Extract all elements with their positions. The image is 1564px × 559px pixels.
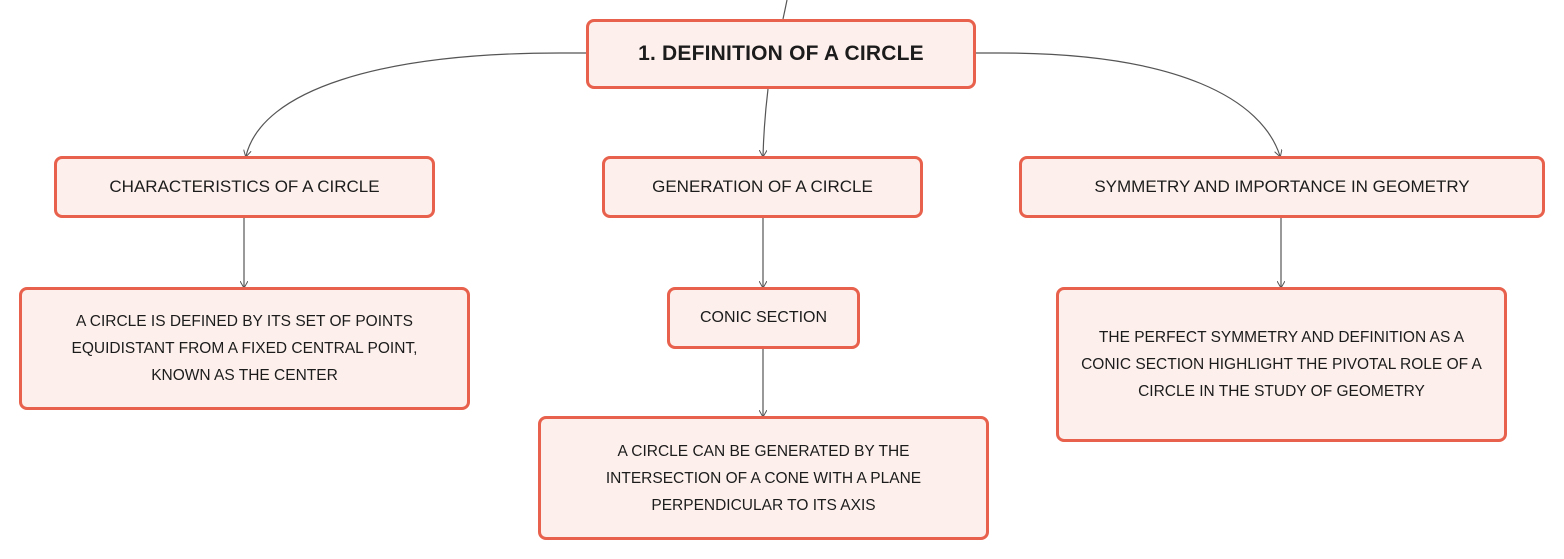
characteristics-node[interactable]: CHARACTERISTICS OF A CIRCLE	[54, 156, 435, 218]
connector-root-characteristics	[246, 52, 586, 156]
connector-root-generation	[763, 88, 769, 156]
symmetry-detail-text: THE PERFECT SYMMETRY AND DEFINITION AS A…	[1081, 329, 1482, 400]
generation-node[interactable]: GENERATION OF A CIRCLE	[602, 156, 923, 218]
characteristics-detail-text: A CIRCLE IS DEFINED BY ITS SET OF POINTS…	[71, 313, 418, 384]
conic-section-label: CONIC SECTION	[699, 309, 828, 326]
symmetry-detail-node[interactable]: THE PERFECT SYMMETRY AND DEFINITION AS A…	[1056, 287, 1507, 442]
root-label: 1. DEFINITION OF A CIRCLE	[638, 42, 924, 65]
characteristics-detail-node[interactable]: A CIRCLE IS DEFINED BY ITS SET OF POINTS…	[19, 287, 470, 410]
symmetry-node[interactable]: SYMMETRY AND IMPORTANCE IN GEOMETRY	[1019, 156, 1545, 218]
characteristics-label: CHARACTERISTICS OF A CIRCLE	[109, 177, 380, 196]
root-node[interactable]: 1. DEFINITION OF A CIRCLE	[586, 19, 976, 89]
symmetry-label: SYMMETRY AND IMPORTANCE IN GEOMETRY	[1094, 177, 1470, 196]
generation-detail-node[interactable]: A CIRCLE CAN BE GENERATED BY THE INTERSE…	[538, 416, 989, 540]
generation-detail-text: A CIRCLE CAN BE GENERATED BY THE INTERSE…	[605, 442, 922, 514]
connector-root-symmetry	[976, 52, 1280, 156]
generation-label: GENERATION OF A CIRCLE	[652, 177, 873, 196]
connector-incoming	[782, 0, 788, 20]
conic-section-node[interactable]: CONIC SECTION	[667, 287, 860, 349]
